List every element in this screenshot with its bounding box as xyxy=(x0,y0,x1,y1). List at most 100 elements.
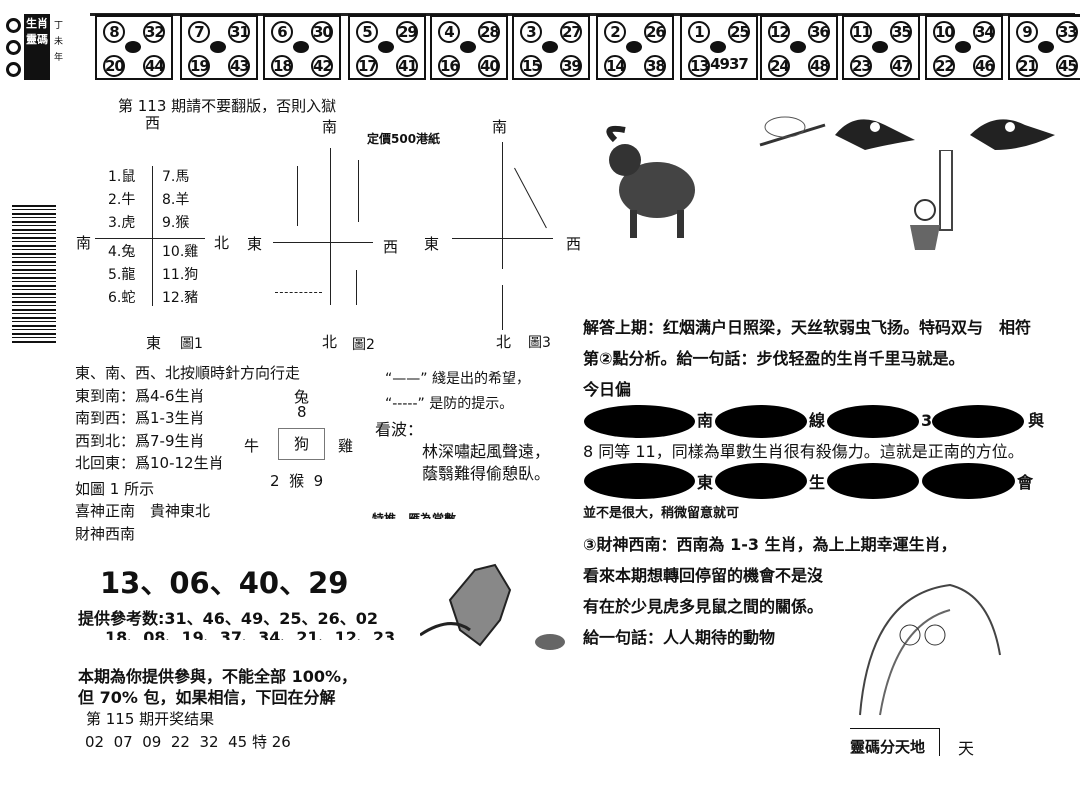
zodiac-number: 8 xyxy=(103,21,125,43)
zodiac-number: 17 xyxy=(356,55,378,77)
fig1-top: 西 xyxy=(145,114,161,132)
redaction xyxy=(922,463,1015,499)
zodiac-item: 2.牛 xyxy=(108,192,136,208)
zodiac-animal-icon xyxy=(542,41,558,53)
zodiac-item: 4.兔 xyxy=(108,244,136,260)
zodiac-number: 18 xyxy=(271,55,293,77)
directions-line: 喜神正南 貴神東北 xyxy=(75,502,211,520)
fig3-bottom: 北 xyxy=(496,333,512,351)
zodiac-number: 13 xyxy=(688,55,710,77)
directions-block: 東、南、西、北按順時針方向行走 東到南：爲4-6生肖 南到西：爲1-3生肖 西到… xyxy=(75,362,300,545)
analysis-line: 東 生 會 xyxy=(697,473,1034,492)
zodiac-number: 9 xyxy=(1016,21,1038,43)
zodiac-animal-icon xyxy=(293,41,309,53)
price-label: 定價500港紙 xyxy=(367,132,441,146)
analysis-line: 南 線 3 與 xyxy=(697,411,1045,430)
zodiac-number: 16 xyxy=(438,55,460,77)
directions-line: 如圖 1 所示 xyxy=(75,479,155,498)
zodiac-number: 11 xyxy=(850,21,872,43)
fig3-caption: 圖3 xyxy=(528,335,551,351)
redaction xyxy=(584,463,695,499)
cross-left: 牛 xyxy=(244,437,260,455)
fig1-right: 北 xyxy=(214,234,230,252)
analysis-line: 並不是很大，稍微留意就可 xyxy=(583,506,740,521)
analysis-line: ③財神西南：西南為 1-3 生肖，為上上期幸運生肖， xyxy=(583,535,957,554)
zodiac-number: 25 xyxy=(728,21,750,43)
zodiac-number: 22 xyxy=(933,55,955,77)
reference-line: 18、08、19、37、34、21、12、23 xyxy=(105,628,396,640)
cross-right: 雞 xyxy=(338,437,354,455)
redaction xyxy=(715,405,807,438)
zodiac-number: 44 xyxy=(143,55,165,77)
result-title: 第 115 期开奖结果 xyxy=(86,710,215,728)
directions-line: 南到西：爲1-3生肖 xyxy=(75,409,205,427)
birds-illustration xyxy=(759,116,1055,150)
zodiac-number: 33 xyxy=(1056,21,1078,43)
zodiac-item: 11.狗 xyxy=(162,267,199,283)
kanbo-line: 林深嘯起風聲遠， xyxy=(422,442,551,461)
header-year: 丁未年 xyxy=(54,21,64,63)
kanbo-line: 蔭翳難得偷憩臥。 xyxy=(422,464,551,483)
fig1-bottom: 東 xyxy=(146,334,162,352)
zodiac-item: 9.猴 xyxy=(162,215,190,231)
zodiac-number: 31 xyxy=(228,21,250,43)
cross-bottom: 2 猴 9 xyxy=(270,472,324,490)
redaction xyxy=(715,463,807,499)
zodiac-number: 39 xyxy=(560,55,582,77)
zodiac-number: 30 xyxy=(311,21,333,43)
directions-line: 財神西南 xyxy=(75,524,136,543)
zodiac-number: 15 xyxy=(520,55,542,77)
zodiac-number: 4 xyxy=(438,21,460,43)
wolf-illustration xyxy=(420,563,565,650)
fig3-top: 南 xyxy=(492,118,508,136)
directions-line: 東到南：爲4-6生肖 xyxy=(75,386,205,405)
zodiac-number: 7 xyxy=(188,21,210,43)
main-numbers: 13、06、40、29 xyxy=(100,566,349,600)
zodiac-number: 35 xyxy=(890,21,912,43)
redaction xyxy=(932,405,1024,438)
zodiac-animal-icon xyxy=(460,41,476,53)
zodiac-number: 12 xyxy=(768,21,790,43)
footer-value: 天 xyxy=(958,739,975,758)
redaction xyxy=(584,405,695,438)
zodiac-number: 28 xyxy=(478,21,500,43)
zodiac-item: 12.豬 xyxy=(162,290,199,306)
zodiac-number: 47 xyxy=(890,55,912,77)
kanbo-cut: 特推、雁為當數 xyxy=(372,512,457,519)
zodiac-number: 41 xyxy=(396,55,418,77)
disclaimer-line: 本期為你提供參與，不能全部 100%， xyxy=(78,667,358,686)
directions-line: 北回東：爲10-12生肖 xyxy=(75,454,224,472)
ring-icon xyxy=(6,18,21,33)
hint-line: “——” 綫是出的希望， xyxy=(385,371,530,387)
zodiac-animal-icon xyxy=(710,41,726,53)
analysis-line: 看來本期想轉回停留的機會不是沒 xyxy=(583,566,824,585)
result-numbers: 02 07 09 22 32 45 特 26 xyxy=(85,733,291,751)
zodiac-number: 46 xyxy=(973,55,995,77)
footer-label: 靈碼分天地 xyxy=(850,738,926,756)
zodiac-number: 14 xyxy=(604,55,626,77)
zodiac-number: 21 xyxy=(1016,55,1038,77)
footer-box xyxy=(850,728,940,756)
analysis-line: 解答上期：红烟满户日照梁，天丝软弱虫飞扬。特码双与 相符 xyxy=(583,318,1032,337)
zodiac-number: 48 xyxy=(808,55,830,77)
zodiac-item: 7.馬 xyxy=(162,169,190,185)
notice: 第 113 期請不要翻版，否則入獄 xyxy=(118,97,337,115)
fig1-left: 南 xyxy=(76,234,92,252)
fig2-top: 南 xyxy=(322,118,338,136)
zodiac-animal-icon xyxy=(378,41,394,53)
zodiac-animal-icon xyxy=(1038,41,1054,53)
redaction xyxy=(827,405,919,438)
zodiac-item: 6.蛇 xyxy=(108,290,136,306)
worker-illustration xyxy=(910,150,953,250)
header-title: 生肖靈碼 xyxy=(24,14,50,80)
fig2-right: 西 xyxy=(383,238,399,256)
zodiac-number: 3 xyxy=(520,21,542,43)
zodiac-number: 45 xyxy=(1056,55,1078,77)
